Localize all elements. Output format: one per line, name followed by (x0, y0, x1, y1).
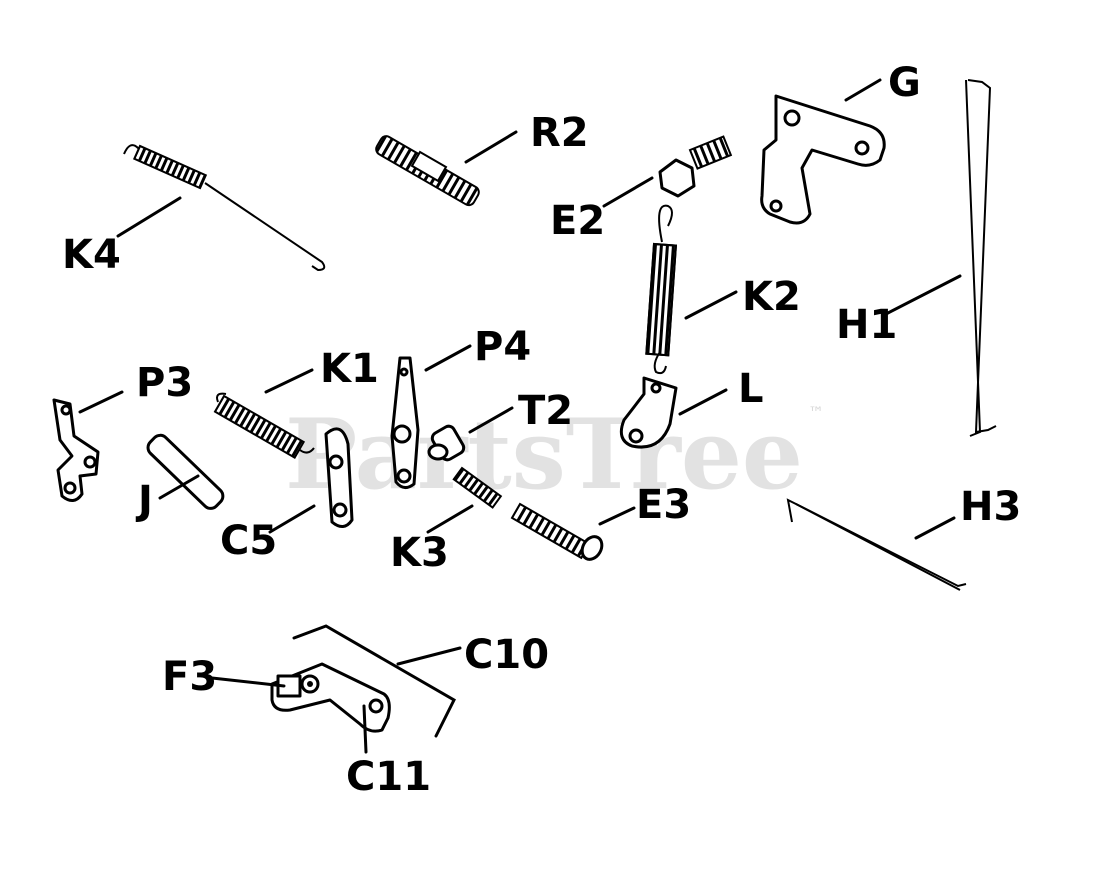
leader-t2 (468, 406, 514, 434)
label-f3: F3 (162, 654, 217, 700)
part-g-bracket (760, 94, 886, 225)
leader-p3 (78, 390, 124, 414)
leader-p4 (424, 344, 472, 372)
part-e2-bolt (658, 135, 733, 198)
label-h1: H1 (836, 302, 897, 348)
part-e3-screw (510, 502, 604, 561)
label-k2: K2 (742, 274, 801, 320)
part-k4-spring (123, 144, 326, 272)
label-c11: C11 (346, 754, 431, 800)
leader-k4 (116, 196, 182, 238)
part-j-pin (146, 433, 225, 510)
watermark-trademark: ™ (808, 403, 824, 422)
label-g: G (888, 60, 921, 106)
label-k3: K3 (390, 530, 449, 576)
leader-l (678, 388, 728, 416)
part-k3-spring (452, 466, 503, 509)
part-c5-lever (324, 427, 354, 528)
label-p3: P3 (136, 360, 193, 406)
part-h3-rod (786, 498, 967, 591)
label-k4: K4 (62, 232, 121, 278)
label-r2: R2 (530, 110, 589, 156)
leader-h3 (914, 516, 956, 540)
label-e3: E3 (636, 482, 691, 528)
leader-k2 (684, 290, 738, 320)
leader-c11 (362, 704, 368, 754)
leader-g (844, 78, 882, 102)
label-c5: C5 (220, 518, 277, 564)
label-j: J (135, 478, 153, 524)
label-k1: K1 (320, 346, 379, 392)
label-e2: E2 (550, 198, 605, 244)
label-h3: H3 (960, 484, 1021, 530)
leader-k3 (426, 504, 474, 534)
leader-e3 (598, 506, 636, 526)
part-k1-spring (213, 392, 315, 459)
part-r2-stud (375, 135, 480, 207)
part-h1-rod (965, 79, 997, 437)
part-t2-bushing (427, 424, 466, 462)
leader-h1 (884, 274, 962, 316)
part-l-bracket (619, 376, 678, 449)
label-c10: C10 (464, 632, 549, 678)
part-c10-c11-assembly (270, 624, 456, 738)
part-p4-link (390, 356, 420, 489)
watermark: PartsTree (285, 398, 803, 511)
part-k2-spring (645, 204, 678, 375)
leader-c5 (268, 504, 316, 534)
leader-k1 (264, 368, 314, 394)
leader-c10 (396, 646, 462, 666)
label-p4: P4 (474, 324, 531, 370)
label-t2: T2 (518, 388, 573, 434)
leader-j (158, 474, 200, 500)
leader-r2 (464, 130, 518, 164)
leader-f3 (210, 676, 286, 688)
leader-e2 (602, 176, 654, 208)
label-l: L (738, 366, 764, 412)
part-p3-plate (52, 398, 100, 502)
